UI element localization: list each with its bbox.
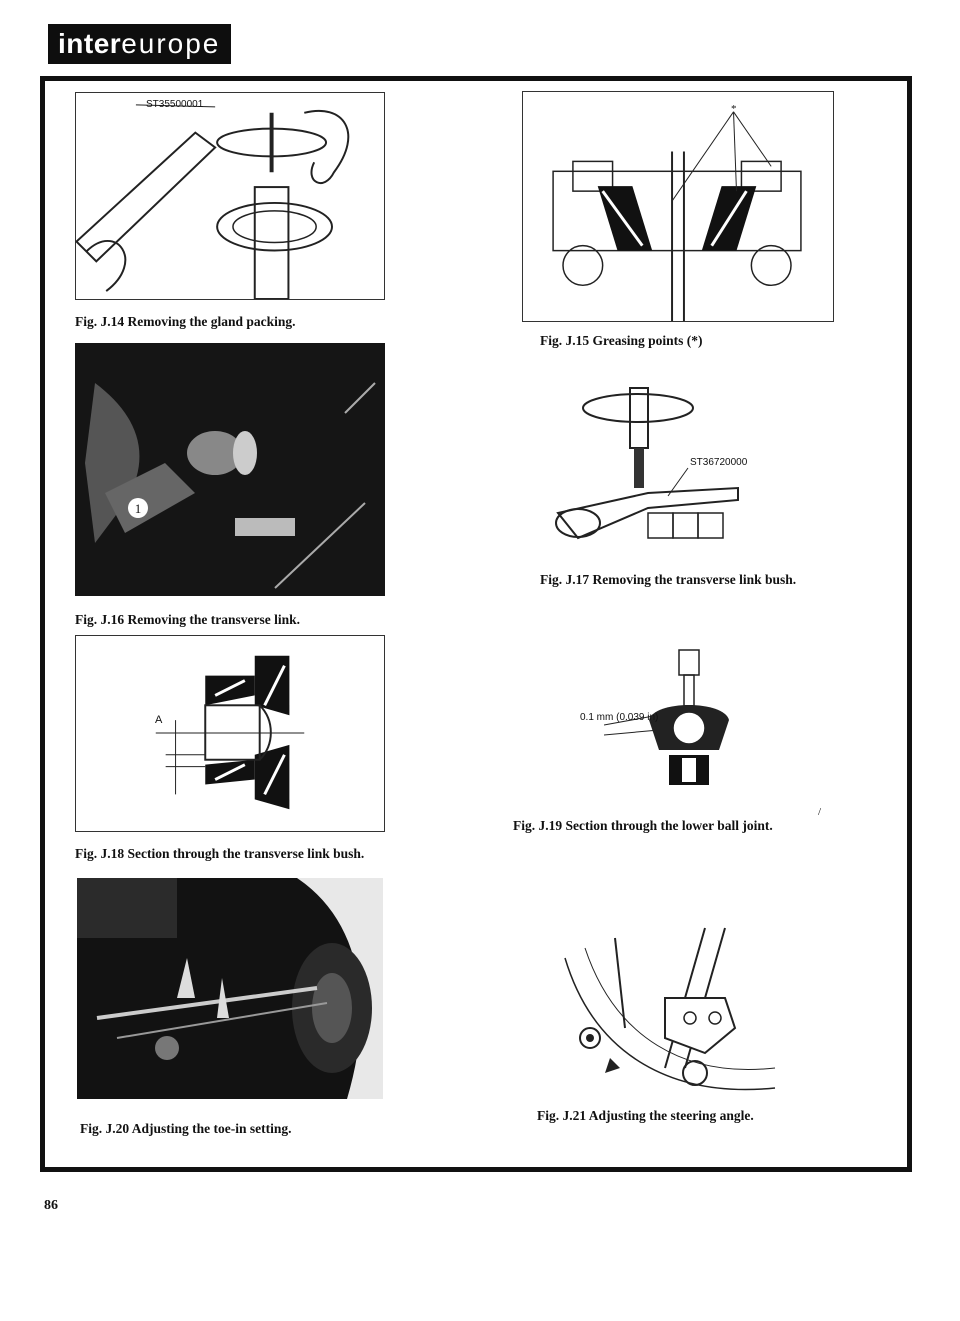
caption-fig-j16: Fig. J.16 Removing the transverse link. <box>75 612 300 627</box>
tool-label-st36720000: ST36720000 <box>690 457 748 468</box>
photo-callout-1: 1 <box>135 501 142 516</box>
brand-logo: intereurope <box>48 24 231 64</box>
caption-fig-j15: Fig. J.15 Greasing points (*) <box>540 333 703 348</box>
figure-j14-gland-packing-drawing <box>75 92 385 300</box>
figure-j21-steering-angle-drawing <box>555 918 785 1100</box>
stray-mark: / <box>818 806 822 818</box>
caption-fig-j14: Fig. J.14 Removing the gland packing. <box>75 314 296 329</box>
caption-fig-j19: Fig. J.19 Section through the lower ball… <box>513 818 773 833</box>
greasing-point-asterisk: * <box>731 103 737 115</box>
figure-j19-ball-joint-drawing <box>604 640 774 795</box>
ball-joint-dimension-label: 0.1 mm (0.039 in) <box>580 712 659 723</box>
tool-label-st35500001: ST35500001 <box>146 99 204 110</box>
page-frame <box>40 76 912 1172</box>
figure-j16-transverse-link-photo: 1 <box>75 343 385 596</box>
figure-j20-toe-in-photo <box>77 878 383 1099</box>
figure-j18-bush-section-drawing <box>75 635 385 832</box>
figure-j17-bush-removal-drawing <box>538 378 788 558</box>
caption-fig-j20: Fig. J.20 Adjusting the toe-in setting. <box>80 1121 292 1136</box>
dimension-label-a: A <box>155 714 163 726</box>
caption-fig-j21: Fig. J.21 Adjusting the steering angle. <box>537 1108 754 1123</box>
logo-text-inter: inter <box>58 28 122 59</box>
caption-fig-j17: Fig. J.17 Removing the transverse link b… <box>540 572 797 587</box>
figure-j15-greasing-points-drawing <box>522 91 834 322</box>
page-number: 86 <box>44 1198 58 1213</box>
logo-text-europe: europe <box>121 28 221 59</box>
caption-fig-j18: Fig. J.18 Section through the transverse… <box>75 846 365 861</box>
